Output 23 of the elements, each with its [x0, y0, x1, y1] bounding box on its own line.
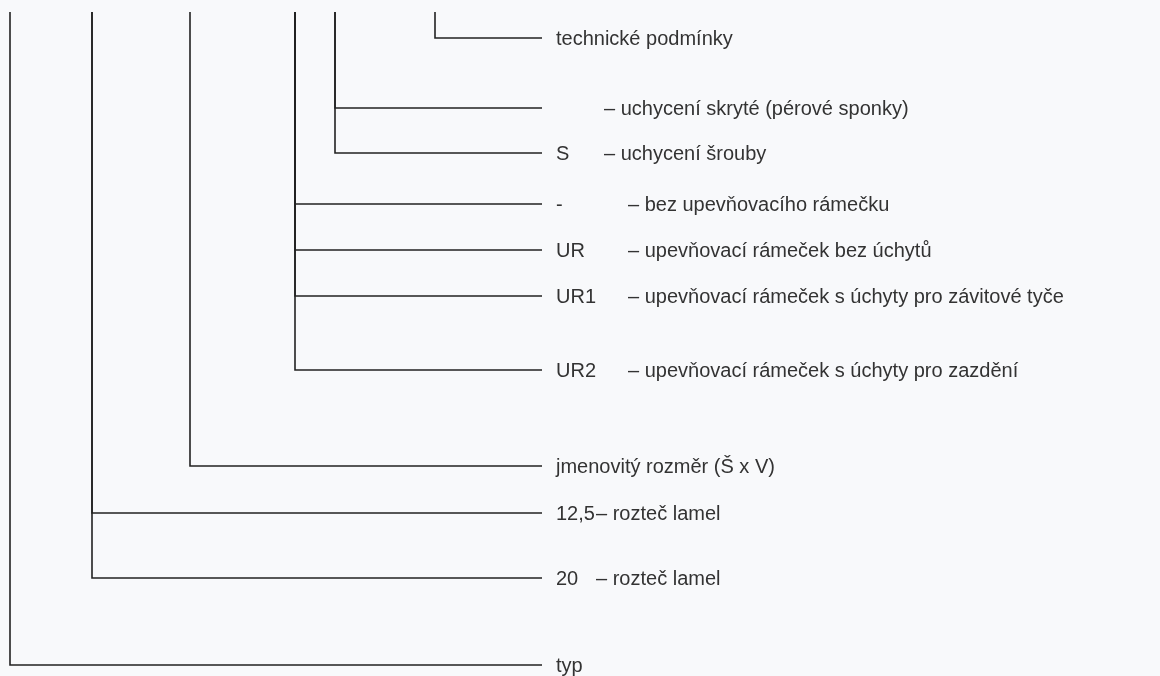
code-label: S [556, 141, 570, 166]
description-label: jmenovitý rozměr (Š x V) [556, 454, 775, 479]
description-label: – uchycení šrouby [604, 141, 768, 166]
leader-line [434, 11, 543, 39]
leader-line [294, 11, 543, 371]
description-label: – upevňovací rámeček bez úchytů [628, 238, 933, 263]
code-label: - [556, 192, 563, 217]
code-label: UR2 [556, 358, 596, 383]
code-label: 12,5 [556, 501, 595, 526]
description-label: – upevňovací rámeček s úchyty pro zazdění [628, 358, 1020, 383]
leader-line [189, 11, 543, 467]
description-label: – bez upevňovacího rámečku [628, 192, 891, 217]
code-label: UR [556, 238, 585, 263]
description-label: technické podmínky [556, 26, 733, 51]
description-label: typ [556, 653, 583, 676]
code-label: 20 [556, 566, 579, 591]
description-label: – upevňovací rámeček s úchyty pro závitové tyče [628, 284, 1065, 309]
description-label: – rozteč lamel [596, 501, 722, 526]
leader-line [334, 11, 543, 154]
leader-line [9, 11, 543, 666]
code-label: UR1 [556, 284, 596, 309]
description-label: – rozteč lamel [596, 566, 722, 591]
description-label: – uchycení skryté (pérové sponky) [604, 96, 910, 121]
